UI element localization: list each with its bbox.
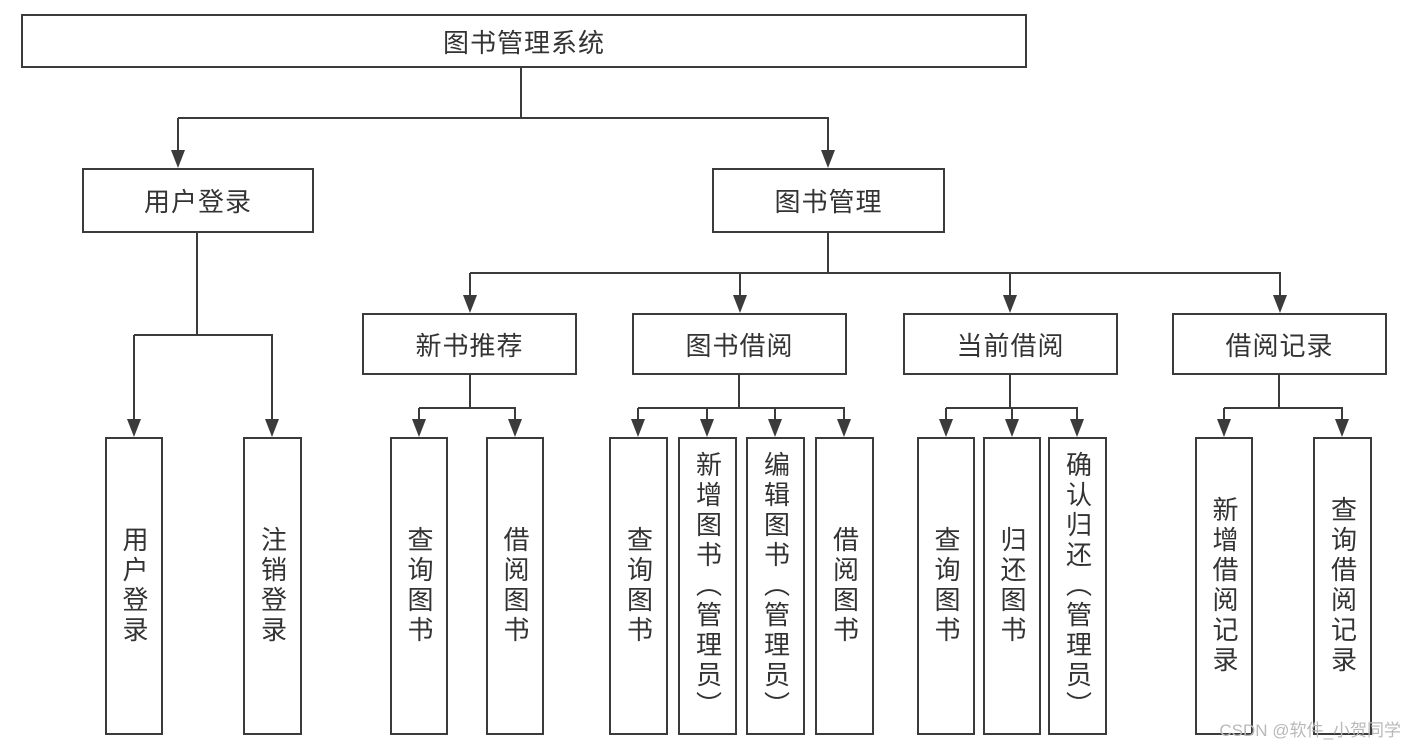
arrow-down-icon — [412, 419, 426, 437]
arrow-down-icon — [171, 150, 185, 168]
connector-line — [739, 273, 741, 297]
leaf-query-borrow-record: 查询借阅记录 — [1313, 437, 1372, 735]
leaf-add-borrow-record-label: 新增借阅记录 — [1209, 496, 1239, 676]
connector-line — [177, 118, 179, 152]
arrow-down-icon — [508, 419, 522, 437]
connector-line — [418, 408, 420, 421]
arrow-down-icon — [1273, 295, 1287, 313]
leaf-query-books-current-label: 查询图书 — [931, 526, 961, 646]
arrow-down-icon — [821, 150, 835, 168]
node-book-mgmt-label: 图书管理 — [774, 187, 883, 217]
leaf-logout: 注销登录 — [243, 437, 302, 735]
leaf-logout-label: 注销登录 — [257, 526, 288, 646]
connector-line — [843, 408, 845, 421]
connector-line — [638, 407, 845, 409]
csdn-watermark: CSDN @软件_小贺同学 — [1219, 721, 1401, 740]
arrow-down-icon — [631, 419, 645, 437]
connector-line — [827, 233, 829, 273]
connector-line — [1223, 408, 1225, 421]
connector-line — [774, 408, 776, 421]
node-current-borrowing: 当前借阅 — [903, 313, 1118, 375]
leaf-add-book-admin: 新增图书（管理员） — [678, 437, 737, 735]
connector-line — [196, 233, 198, 335]
arrow-down-icon — [768, 419, 782, 437]
node-new-books: 新书推荐 — [362, 313, 577, 375]
leaf-user-login-label: 用户登录 — [119, 526, 149, 646]
connector-line — [1224, 407, 1343, 409]
connector-line — [945, 408, 947, 421]
leaf-confirm-return-admin: 确认归还（管理员） — [1048, 437, 1107, 735]
connector-line — [827, 118, 829, 152]
leaf-borrow-books-borrowing: 借阅图书 — [815, 437, 874, 735]
connector-line — [1011, 408, 1013, 421]
connector-line — [1009, 273, 1011, 297]
arrow-down-icon — [1005, 419, 1019, 437]
leaf-borrow-books-newbooks-label: 借阅图书 — [500, 526, 530, 646]
leaf-add-book-admin-label: 新增图书（管理员） — [692, 451, 723, 721]
arrow-down-icon — [733, 295, 747, 313]
connector-line — [637, 408, 639, 421]
connector-line — [178, 117, 829, 119]
leaf-query-books-newbooks: 查询图书 — [390, 437, 448, 735]
leaf-return-books: 归还图书 — [983, 437, 1041, 735]
leaf-query-books-newbooks-label: 查询图书 — [404, 526, 434, 646]
node-current-borrowing-label: 当前借阅 — [956, 330, 1065, 361]
connector-line — [738, 375, 740, 408]
connector-line — [514, 408, 516, 421]
node-user-login: 用户登录 — [82, 168, 314, 233]
connector-line — [1009, 375, 1011, 408]
connector-line — [1278, 375, 1280, 408]
arrow-down-icon — [837, 419, 851, 437]
connector-line — [520, 68, 522, 118]
arrow-down-icon — [1003, 295, 1017, 313]
connector-line — [134, 334, 273, 336]
connector-line — [133, 335, 135, 421]
arrow-down-icon — [700, 419, 714, 437]
leaf-borrow-books-newbooks: 借阅图书 — [486, 437, 544, 735]
leaf-return-books-label: 归还图书 — [997, 526, 1027, 646]
node-borrow-records: 借阅记录 — [1172, 313, 1387, 375]
connector-line — [470, 272, 1281, 274]
node-user-login-label: 用户登录 — [143, 187, 252, 217]
node-book-mgmt: 图书管理 — [712, 168, 945, 233]
node-root: 图书管理系统 — [21, 14, 1027, 68]
arrow-down-icon — [1217, 419, 1231, 437]
leaf-edit-book-admin-label: 编辑图书（管理员） — [760, 451, 791, 721]
node-new-books-label: 新书推荐 — [415, 330, 524, 361]
connector-line — [706, 408, 708, 421]
connector-line — [271, 335, 273, 421]
node-book-borrowing-label: 图书借阅 — [685, 330, 794, 361]
arrow-down-icon — [1070, 419, 1084, 437]
arrow-down-icon — [939, 419, 953, 437]
arrow-down-icon — [463, 295, 477, 313]
leaf-add-borrow-record: 新增借阅记录 — [1195, 437, 1253, 735]
node-borrow-records-label: 借阅记录 — [1225, 330, 1334, 361]
leaf-query-borrow-record-label: 查询借阅记录 — [1327, 496, 1358, 676]
arrow-down-icon — [265, 419, 279, 437]
leaf-query-books-borrowing: 查询图书 — [609, 437, 668, 735]
node-book-borrowing: 图书借阅 — [632, 313, 847, 375]
connector-line — [1076, 408, 1078, 421]
arrow-down-icon — [1335, 419, 1349, 437]
leaf-query-books-current: 查询图书 — [917, 437, 975, 735]
leaf-edit-book-admin: 编辑图书（管理员） — [746, 437, 805, 735]
leaf-borrow-books-borrowing-label: 借阅图书 — [829, 526, 860, 646]
leaf-user-login: 用户登录 — [105, 437, 163, 735]
connector-line — [1341, 408, 1343, 421]
connector-line — [1279, 273, 1281, 297]
leaf-confirm-return-admin-label: 确认归还（管理员） — [1062, 451, 1093, 721]
connector-line — [469, 273, 471, 297]
connector-line — [419, 407, 516, 409]
node-root-label: 图书管理系统 — [442, 27, 605, 58]
arrow-down-icon — [127, 419, 141, 437]
connector-line — [469, 375, 471, 408]
leaf-query-books-borrowing-label: 查询图书 — [623, 526, 654, 646]
